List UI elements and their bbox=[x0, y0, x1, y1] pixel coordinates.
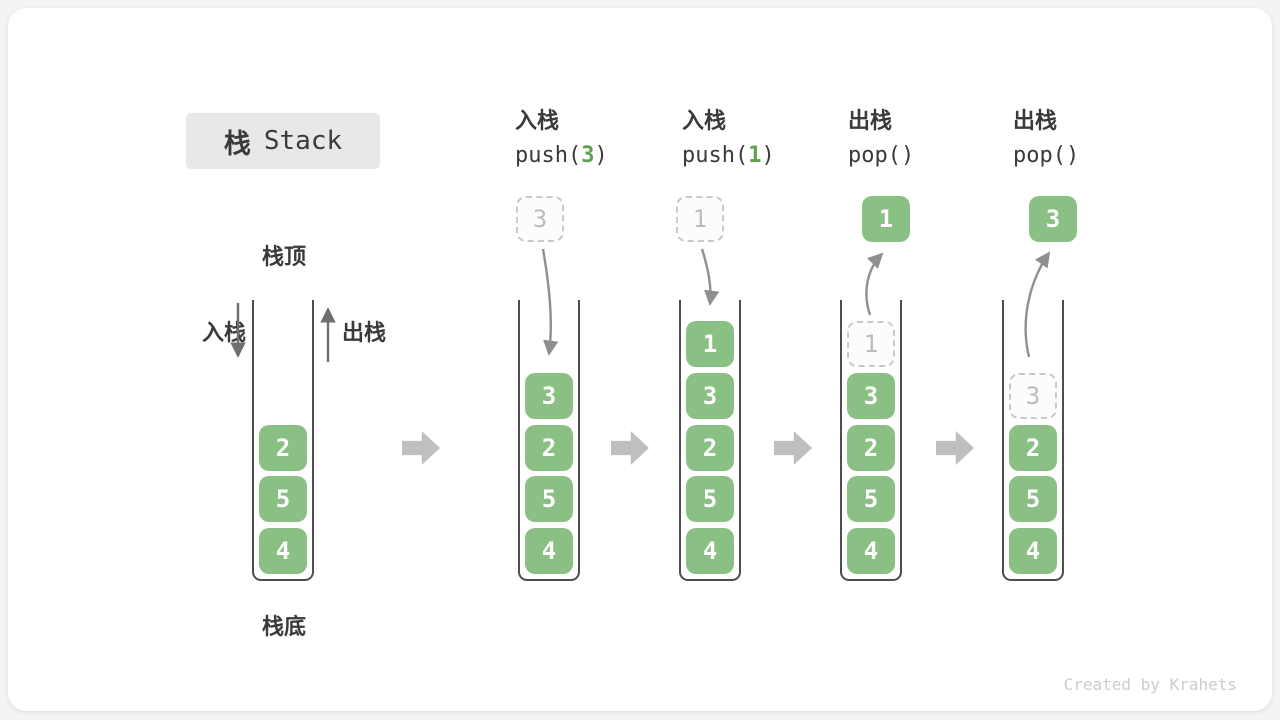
header-push-3-label: 入栈 bbox=[515, 108, 560, 133]
watermark: Created by Krahets bbox=[1063, 675, 1237, 694]
stack-top-label: 栈顶 bbox=[261, 244, 306, 269]
header-pop-3-label: 出栈 bbox=[1013, 108, 1058, 133]
code-arg: 3 bbox=[581, 143, 595, 168]
stack4-element: 5 bbox=[847, 476, 895, 522]
stack2-element: 3 bbox=[525, 373, 573, 419]
stack4-element: 3 bbox=[847, 373, 895, 419]
stack3-element: 2 bbox=[686, 425, 734, 471]
stack1-element: 2 bbox=[259, 425, 307, 471]
stack-container-5 bbox=[1002, 300, 1064, 581]
header-push-3: 入栈 push(3) bbox=[515, 104, 608, 174]
header-push-3-code: push(3) bbox=[515, 138, 608, 174]
code-post: ) bbox=[761, 143, 775, 168]
title-zh: 栈 bbox=[223, 128, 251, 159]
stack5-element: 5 bbox=[1009, 476, 1057, 522]
header-pop-1-code: pop() bbox=[848, 138, 914, 174]
stack-container-2 bbox=[518, 300, 580, 581]
header-pop-1-label: 出栈 bbox=[848, 108, 893, 133]
header-push-1-code: push(1) bbox=[682, 138, 775, 174]
stack3-element: 5 bbox=[686, 476, 734, 522]
stack-container-3 bbox=[679, 300, 741, 581]
stack2-element: 4 bbox=[525, 528, 573, 574]
stack5-element: 2 bbox=[1009, 425, 1057, 471]
stack4-element: 2 bbox=[847, 425, 895, 471]
stack3-element: 3 bbox=[686, 373, 734, 419]
stack3-element: 1 bbox=[686, 321, 734, 367]
code-post: ) bbox=[594, 143, 608, 168]
stack5-ghost-element: 3 bbox=[1009, 373, 1057, 419]
header-push-1-label: 入栈 bbox=[682, 108, 727, 133]
stack-container-1 bbox=[252, 300, 314, 581]
header-pop-1: 出栈 pop() bbox=[848, 104, 914, 174]
code-pre: push( bbox=[515, 143, 582, 168]
code-pre: push( bbox=[682, 143, 749, 168]
pop-side-label: 出栈 bbox=[342, 320, 387, 345]
floating-popped-value-1: 1 bbox=[862, 196, 910, 242]
push-side-label: 入栈 bbox=[201, 320, 246, 345]
header-pop-3-code: pop() bbox=[1013, 138, 1079, 174]
stack1-element: 4 bbox=[259, 528, 307, 574]
stack-container-4 bbox=[840, 300, 902, 581]
stack4-ghost-element: 1 bbox=[847, 321, 895, 367]
stack1-element: 5 bbox=[259, 476, 307, 522]
stack3-element: 4 bbox=[686, 528, 734, 574]
floating-popped-value-3: 3 bbox=[1029, 196, 1077, 242]
code-pre: pop() bbox=[848, 143, 915, 168]
title-en: Stack bbox=[263, 126, 343, 156]
floating-push-value-1: 1 bbox=[676, 196, 724, 242]
code-arg: 1 bbox=[748, 143, 762, 168]
stack-bottom-label: 栈底 bbox=[261, 614, 306, 639]
floating-push-value-3: 3 bbox=[516, 196, 564, 242]
title-badge: 栈 Stack bbox=[186, 113, 380, 169]
stack5-element: 4 bbox=[1009, 528, 1057, 574]
stack2-element: 5 bbox=[525, 476, 573, 522]
header-pop-3: 出栈 pop() bbox=[1013, 104, 1079, 174]
header-push-1: 入栈 push(1) bbox=[682, 104, 775, 174]
stack2-element: 2 bbox=[525, 425, 573, 471]
stack4-element: 4 bbox=[847, 528, 895, 574]
code-pre: pop() bbox=[1013, 143, 1080, 168]
